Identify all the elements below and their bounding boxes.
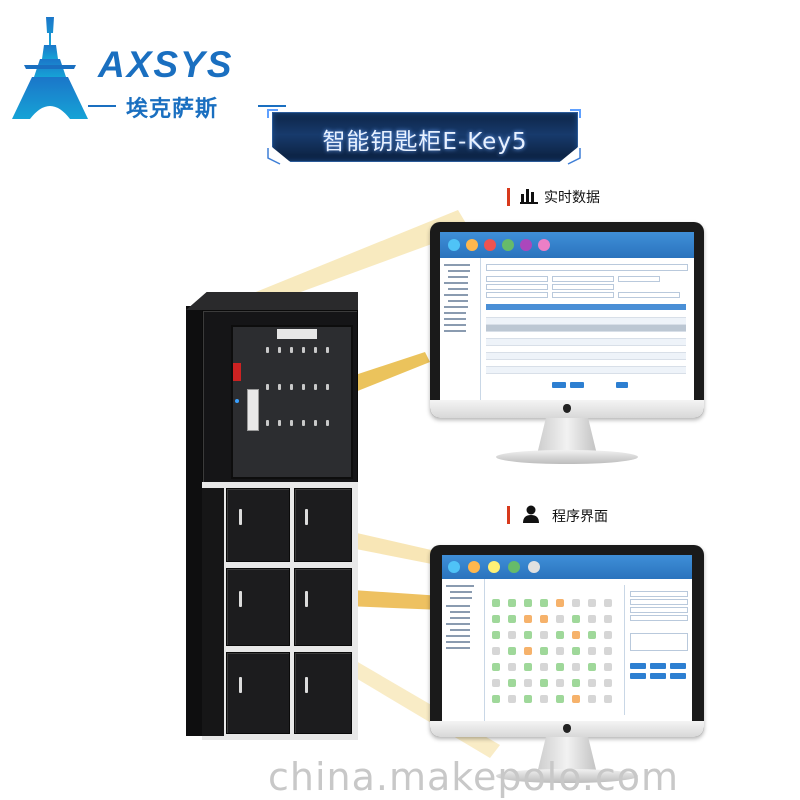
cabinet-top (186, 292, 358, 310)
title-banner: 智能钥匙柜E-Key5 (272, 112, 578, 162)
user-icon (523, 505, 539, 523)
section-marker-realtime (507, 188, 510, 206)
cabinet-label-plate (277, 329, 317, 339)
brand-name-en: AXSYS (98, 44, 234, 85)
toolbar-icon-2 (466, 239, 478, 251)
pager-next-button[interactable] (570, 382, 584, 388)
locker-door-3 (226, 568, 290, 646)
card-reader (233, 363, 241, 381)
door-handle (247, 389, 259, 431)
locker-door-1 (226, 488, 290, 562)
toolbar-icon-1 (448, 239, 460, 251)
tree-panel-2 (442, 579, 485, 721)
toolbar-icon-e (528, 561, 540, 573)
eiffel-tower-logo-icon (12, 17, 88, 119)
brand-divider-right (258, 105, 286, 107)
locker-door-5 (226, 652, 290, 734)
toolbar-icon-a (448, 561, 460, 573)
status-light (235, 399, 239, 403)
monitor-program (430, 545, 704, 785)
form-button-5[interactable] (650, 673, 666, 679)
form-button-3[interactable] (670, 663, 686, 669)
cabinet-upper-door (202, 310, 358, 484)
pager-go-button[interactable] (616, 382, 628, 388)
program-interface-screen (442, 555, 692, 721)
bar-chart-icon (520, 189, 538, 204)
brand-logo: AXSYS 埃克萨斯 (10, 15, 286, 125)
pager-prev-button[interactable] (552, 382, 566, 388)
key-cabinet (186, 292, 358, 740)
toolbar-icon-5 (520, 239, 532, 251)
monitor-realtime (430, 222, 704, 468)
form-button-2[interactable] (650, 663, 666, 669)
form-button-4[interactable] (630, 673, 646, 679)
brand-name-cn: 埃克萨斯 (126, 97, 219, 122)
toolbar-icon-c (488, 561, 500, 573)
toolbar-icon-3 (484, 239, 496, 251)
toolbar-icon-4 (502, 239, 514, 251)
brand-divider-left (88, 105, 116, 107)
form-button-6[interactable] (670, 673, 686, 679)
locker-side (202, 488, 224, 736)
cabinet-side (186, 306, 202, 736)
banner-title: 智能钥匙柜E-Key5 (322, 129, 528, 155)
section-label-program: 程序界面 (552, 509, 608, 525)
locker-door-4 (294, 568, 352, 646)
toolbar-icon-b (468, 561, 480, 573)
key-slot-grid (492, 599, 612, 703)
data-table-header (486, 304, 686, 310)
tree-panel (440, 258, 481, 400)
filter-bar (486, 264, 688, 271)
locker-door-6 (294, 652, 352, 734)
section-label-realtime: 实时数据 (544, 190, 600, 206)
brand-name-cn-row: 埃克萨斯 (88, 91, 288, 122)
apple-logo-icon-2 (563, 724, 571, 733)
toolbar-icon-6 (538, 239, 550, 251)
toolbar-icon-d (508, 561, 520, 573)
section-marker-program (507, 506, 510, 524)
banner-frame-icon (267, 109, 581, 165)
form-button-1[interactable] (630, 663, 646, 669)
realtime-data-screen (440, 232, 694, 400)
watermark: china.makepolo.com (268, 755, 680, 799)
locker-door-2 (294, 488, 352, 562)
apple-logo-icon (563, 404, 571, 413)
